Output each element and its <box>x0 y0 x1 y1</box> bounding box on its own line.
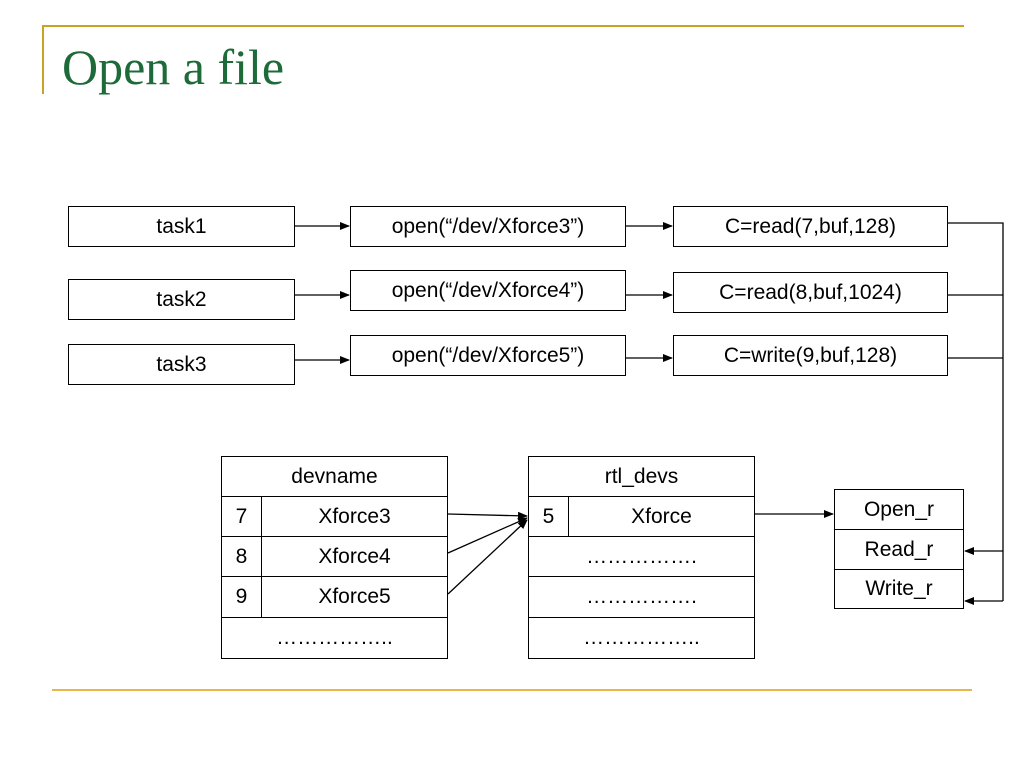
arrow-xforce3-rtl <box>447 511 528 520</box>
open-call-3-box: open(“/dev/Xforce5”) <box>350 335 626 376</box>
title-side-rule <box>42 26 44 94</box>
devname-table: devname 7 Xforce3 8 Xforce4 9 Xforce5 ……… <box>221 456 448 659</box>
task1-box: task1 <box>68 206 295 247</box>
rtl-devs-ellipsis-cell: ……………. <box>529 577 754 618</box>
devname-name-cell: Xforce5 <box>262 577 447 618</box>
rtl-devs-header: rtl_devs <box>529 457 754 497</box>
footer-rule <box>52 689 972 691</box>
devname-header: devname <box>222 457 447 497</box>
title-top-rule <box>42 25 964 27</box>
rtl-devs-table: rtl_devs 5 Xforce ……………. ……………. …………….. <box>528 456 755 659</box>
read-r-cell: Read_r <box>835 530 963 570</box>
task3-box: task3 <box>68 344 295 385</box>
open-call-2-box: open(“/dev/Xforce4”) <box>350 270 626 311</box>
task2-box: task2 <box>68 279 295 320</box>
routines-table: Open_r Read_r Write_r <box>834 489 964 609</box>
rtl-devs-index-cell: 5 <box>529 497 569 537</box>
arrow-xforce4-rtl <box>447 517 528 554</box>
arrow-xforce5-rtl <box>447 519 528 595</box>
devname-name-cell: Xforce3 <box>262 497 447 537</box>
slide-title: Open a file <box>62 39 285 95</box>
io-call-2-box: C=read(8,buf,1024) <box>673 272 948 313</box>
write-r-cell: Write_r <box>865 577 933 600</box>
devname-index-cell: 7 <box>222 497 262 537</box>
rtl-devs-ellipsis-cell: ……………. <box>529 537 754 577</box>
devname-ellipsis-cell: …………….. <box>276 626 393 649</box>
devname-name-cell: Xforce4 <box>262 537 447 577</box>
devname-index-cell: 8 <box>222 537 262 577</box>
open-r-cell: Open_r <box>835 490 963 530</box>
devname-index-cell: 9 <box>222 577 262 618</box>
io-call-1-box: C=read(7,buf,128) <box>673 206 948 247</box>
rtl-devs-name-cell: Xforce <box>569 497 754 537</box>
rtl-devs-ellipsis-cell: …………….. <box>583 626 700 649</box>
io-call-3-box: C=write(9,buf,128) <box>673 335 948 376</box>
open-call-1-box: open(“/dev/Xforce3”) <box>350 206 626 247</box>
